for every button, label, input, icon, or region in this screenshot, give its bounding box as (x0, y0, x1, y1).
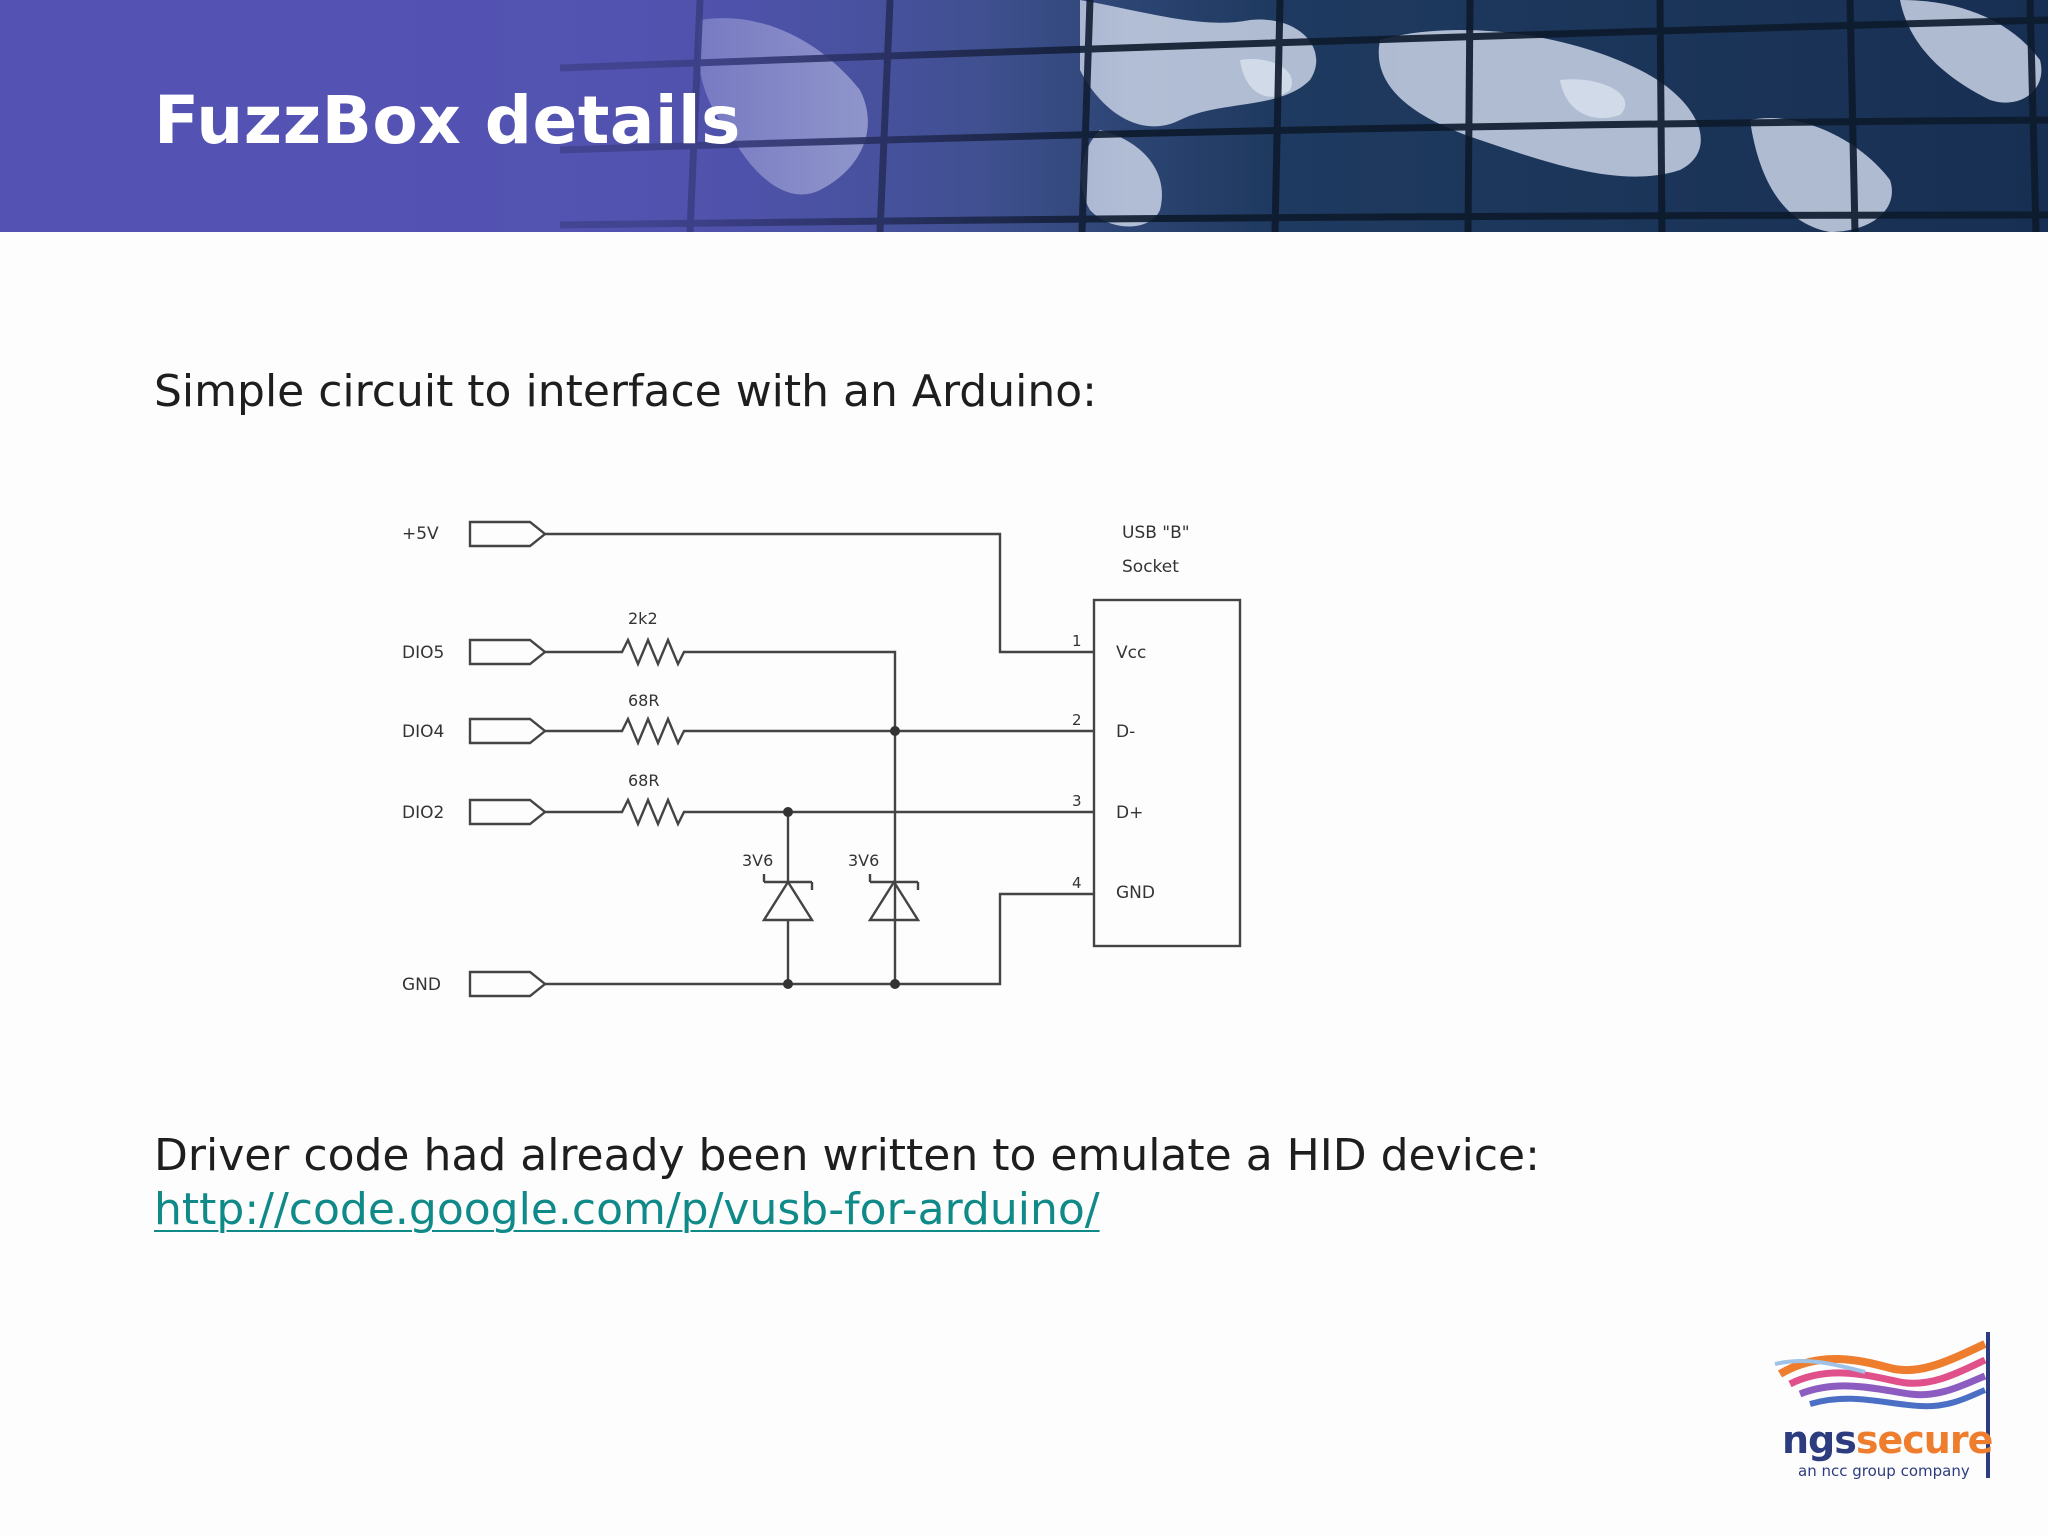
resistor-label-r3: 68R (628, 771, 659, 790)
logo-brand-secure: secure (1855, 1418, 1993, 1462)
logo-tagline: an ncc group company (1798, 1462, 1970, 1480)
connector-dio5 (468, 638, 547, 666)
pin-name-3: D+ (1116, 803, 1143, 823)
pin-number-4: 4 (1072, 874, 1082, 892)
connector-dio4 (468, 717, 547, 745)
logo-brand-ngs: ngs (1782, 1418, 1857, 1462)
label-gnd: GND (402, 975, 441, 995)
logo-wordmark: ngssecure (1782, 1418, 1993, 1462)
wire-dio5 (545, 636, 897, 984)
junction-d-plus (783, 807, 793, 817)
circuit-schematic: +5V DIO5 DIO4 DIO2 GND 2k2 68R 68R 3V6 3… (402, 520, 1242, 998)
zener2-body (867, 879, 921, 922)
ngssecure-logo-graphic (1774, 1332, 1990, 1478)
pin-name-4: GND (1116, 883, 1155, 903)
resistor-label-r1: 2k2 (628, 609, 658, 628)
world-map-background (0, 0, 2048, 232)
connector-dio2 (468, 798, 547, 826)
intro-text: Simple circuit to interface with an Ardu… (154, 366, 1097, 417)
label-dio2: DIO2 (402, 803, 444, 823)
usb-socket-box (1092, 598, 1242, 948)
connector-gnd (468, 970, 547, 998)
zener-label-z1: 3V6 (742, 851, 773, 870)
wire-vcc (545, 532, 1094, 654)
pin-number-3: 3 (1072, 792, 1082, 810)
junction-d-minus (890, 726, 900, 736)
junction-gnd-2 (890, 979, 900, 989)
header-banner: FuzzBox details (0, 0, 2048, 232)
label-5v: +5V (402, 524, 439, 544)
pin-number-1: 1 (1072, 632, 1082, 650)
wire-dio4 (545, 715, 1094, 747)
socket-title-1: USB "B" (1122, 523, 1190, 543)
junction-gnd-1 (783, 979, 793, 989)
pin-name-1: Vcc (1116, 643, 1146, 663)
socket-title-2: Socket (1122, 557, 1179, 577)
wire-dio2 (545, 796, 1094, 828)
wire-gnd (545, 892, 1094, 986)
zener1-body (761, 879, 815, 922)
zener-label-z2: 3V6 (848, 851, 879, 870)
label-dio5: DIO5 (402, 643, 444, 663)
slide-title: FuzzBox details (154, 82, 741, 159)
connector-5v (468, 520, 547, 548)
driver-text: Driver code had already been written to … (154, 1130, 1540, 1181)
label-dio4: DIO4 (402, 722, 444, 742)
resistor-label-r2: 68R (628, 691, 659, 710)
pin-name-2: D- (1116, 722, 1135, 742)
driver-link[interactable]: http://code.google.com/p/vusb-for-arduin… (154, 1184, 1100, 1235)
pin-number-2: 2 (1072, 711, 1082, 729)
